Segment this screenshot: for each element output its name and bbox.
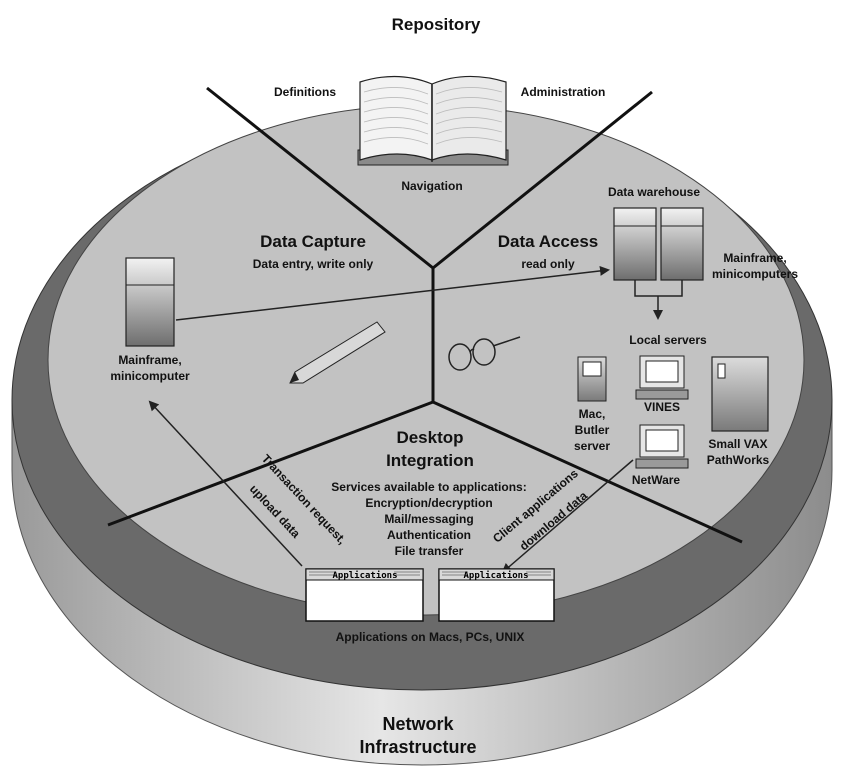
data-warehouse-icon — [613, 207, 704, 318]
definitions-label: Definitions — [274, 85, 336, 99]
capture-to-warehouse-arrow — [175, 265, 610, 321]
netware-label: NetWare — [632, 473, 681, 487]
data-warehouse-label: Data warehouse — [608, 185, 700, 199]
service-mail: Mail/messaging — [384, 512, 473, 526]
service-authentication: Authentication — [387, 528, 471, 542]
mainframe-right-label-2: minicomputers — [712, 267, 798, 281]
services-heading: Services available to applications: — [331, 480, 526, 494]
mainframe-left-label-2: minicomputer — [110, 369, 190, 383]
data-access-subtitle: read only — [521, 257, 575, 271]
service-encryption: Encryption/decryption — [365, 496, 492, 510]
mac-butler-label-3: server — [574, 439, 610, 453]
mac-butler-label-2: Butler — [575, 423, 610, 437]
application-window-left: Applications — [305, 568, 424, 622]
data-capture-section: Data Capture Data entry, write only Main… — [110, 232, 386, 384]
window-title-left: Applications — [332, 570, 397, 581]
mainframe-left-icon — [125, 257, 175, 347]
netware-server-icon — [635, 424, 689, 469]
service-file-transfer: File transfer — [395, 544, 464, 558]
navigation-label: Navigation — [401, 179, 462, 193]
repository-title: Repository — [392, 15, 481, 34]
network-label-line2: Infrastructure — [359, 737, 476, 757]
glasses-icon — [448, 336, 521, 371]
small-vax-label-2: PathWorks — [707, 453, 770, 467]
local-servers-label: Local servers — [629, 333, 707, 347]
book-icon — [357, 75, 509, 166]
repository-section: Repository Definitions Administration Na… — [274, 15, 605, 193]
section-dividers — [107, 86, 743, 544]
mainframe-right-label-1: Mainframe, — [723, 251, 786, 265]
desktop-title-line1: Desktop — [396, 428, 463, 447]
pencil-icon — [289, 321, 386, 384]
vines-label: VINES — [644, 400, 680, 414]
data-access-title: Data Access — [498, 232, 599, 251]
vines-server-icon — [635, 355, 689, 400]
data-capture-title: Data Capture — [260, 232, 366, 251]
mac-butler-label-1: Mac, — [579, 407, 606, 421]
data-access-section: Data Access read only Data warehouse Mai… — [448, 185, 798, 487]
desktop-title-line2: Integration — [386, 451, 474, 470]
mainframe-left-label-1: Mainframe, — [118, 353, 181, 367]
small-vax-icon — [711, 356, 769, 432]
client-arrow — [501, 459, 634, 574]
window-title-right: Applications — [463, 570, 528, 581]
applications-caption: Applications on Macs, PCs, UNIX — [336, 630, 525, 644]
administration-label: Administration — [521, 85, 606, 99]
desktop-integration-section: Desktop Integration Services available t… — [331, 428, 526, 558]
network-label-line1: Network — [382, 714, 454, 734]
transaction-arrow — [148, 400, 303, 567]
small-vax-label-1: Small VAX — [708, 437, 767, 451]
mac-server-icon — [577, 356, 607, 402]
data-capture-subtitle: Data entry, write only — [253, 257, 374, 271]
application-window-right: Applications — [438, 568, 555, 622]
